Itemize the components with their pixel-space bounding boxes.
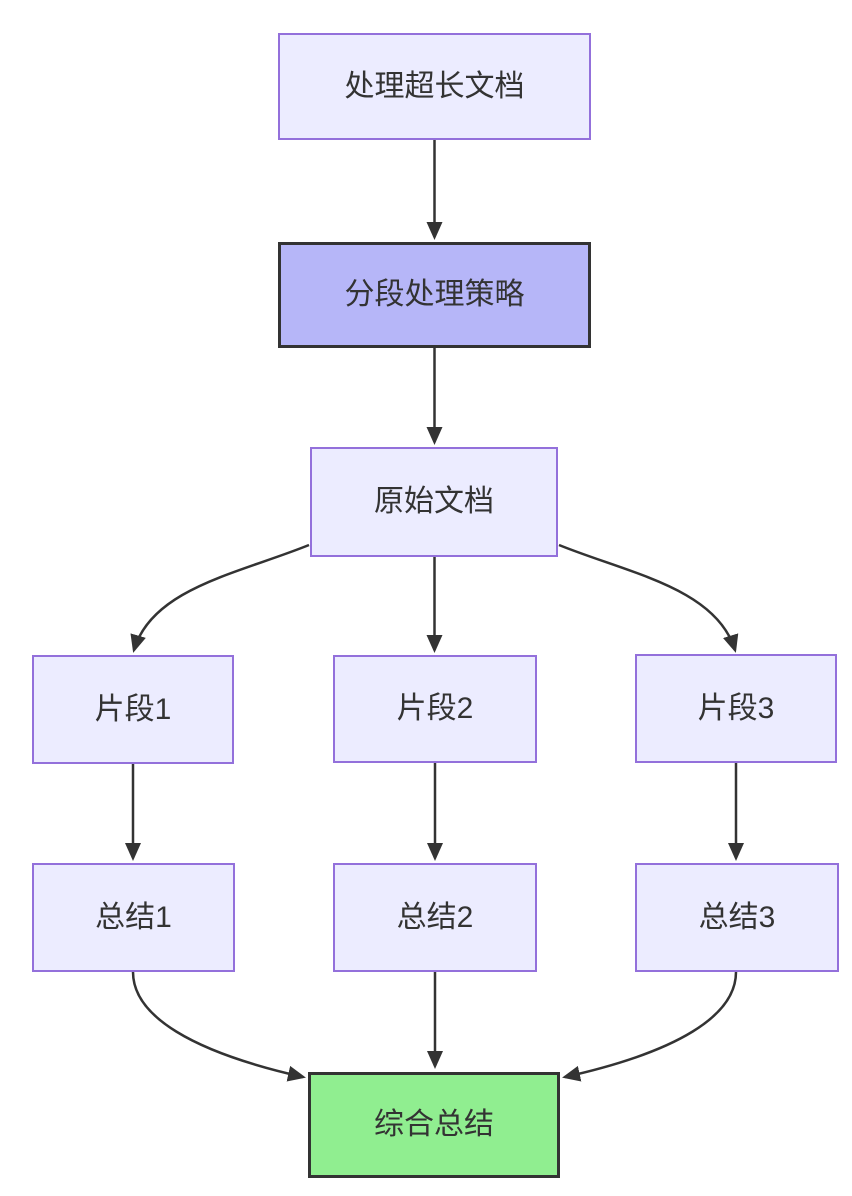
edge-doc-frag3 bbox=[558, 543, 739, 653]
node-summary-2: 总结2 bbox=[333, 863, 537, 972]
node-summary-1-label: 总结1 bbox=[95, 900, 172, 934]
node-process-long-doc-label: 处理超长文档 bbox=[344, 69, 525, 103]
node-summary-3: 总结3 bbox=[635, 863, 839, 972]
node-summary-3-label: 总结3 bbox=[698, 900, 776, 934]
edge-sum3-final bbox=[562, 971, 738, 1082]
node-fragment-2-label: 片段2 bbox=[396, 692, 474, 725]
node-original-doc: 原始文档 bbox=[310, 447, 558, 557]
node-original-doc-label: 原始文档 bbox=[374, 485, 494, 518]
edge-doc-frag1 bbox=[130, 543, 310, 653]
node-segment-strategy: 分段处理策略 bbox=[278, 242, 591, 348]
node-fragment-1-label: 片段1 bbox=[94, 692, 172, 726]
node-combined-summary: 综合总结 bbox=[308, 1072, 560, 1178]
node-fragment-3: 片段3 bbox=[635, 654, 837, 763]
node-fragment-1: 片段1 bbox=[32, 655, 234, 764]
node-fragment-3-label: 片段3 bbox=[697, 691, 775, 725]
node-combined-summary-label: 综合总结 bbox=[374, 1108, 494, 1141]
edge-sum1-final bbox=[131, 971, 306, 1082]
node-summary-1: 总结1 bbox=[32, 863, 235, 972]
node-summary-2-label: 总结2 bbox=[396, 900, 474, 934]
node-fragment-2: 片段2 bbox=[333, 655, 537, 763]
node-process-long-doc: 处理超长文档 bbox=[278, 33, 591, 140]
node-segment-strategy-label: 分段处理策略 bbox=[344, 278, 525, 311]
